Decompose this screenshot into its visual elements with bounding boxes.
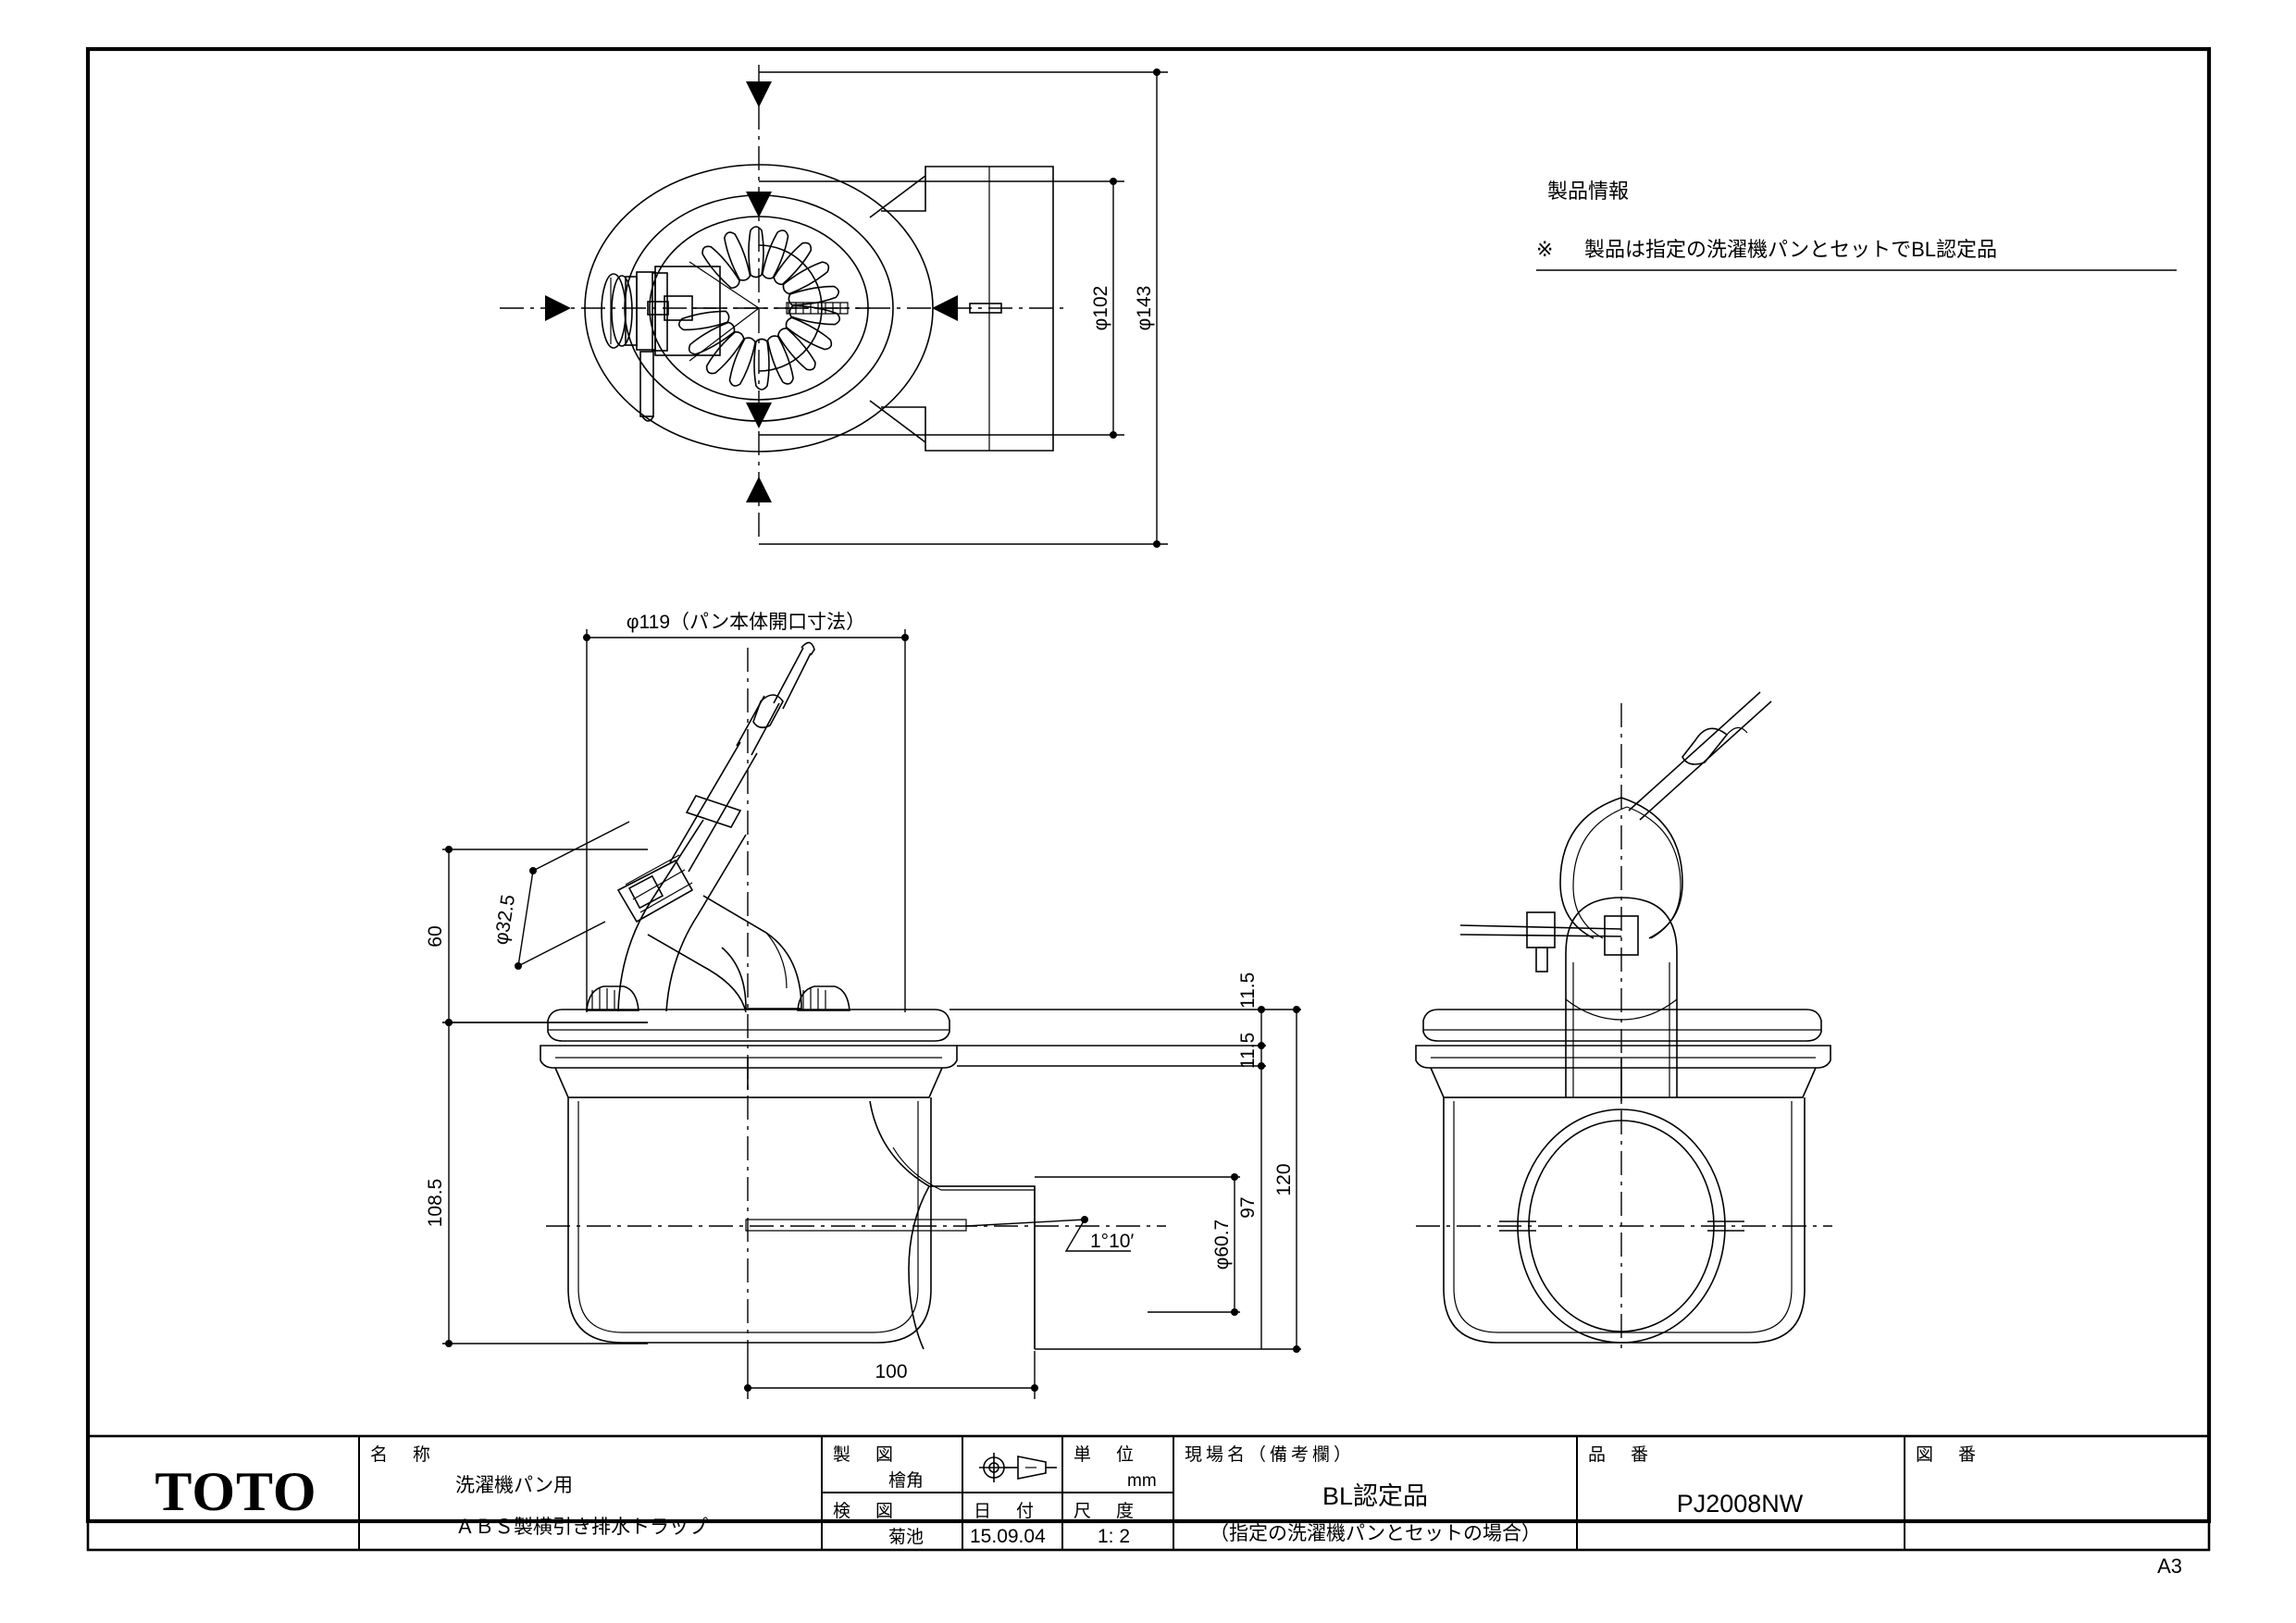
title-block-site-line2: （指定の洗濯機パンとセットの場合） xyxy=(1210,1523,1541,1544)
outlet-pipe-outline xyxy=(881,166,1054,452)
trap-pull-rod-plan xyxy=(692,302,1002,315)
trap-body-front xyxy=(567,1097,932,1344)
dimension-108-5: 108.5 xyxy=(425,1019,648,1347)
title-block-partno-value: PJ2008NW xyxy=(1677,1490,1804,1518)
title-block-drawn-header: 製 図 xyxy=(833,1444,897,1465)
product-info-note: 製品情報 ※ 製品は指定の洗濯機パンとセットでBL認定品 xyxy=(1536,180,2177,271)
flange-plate-side xyxy=(1415,1009,1831,1098)
dimension-phi32-5-label: φ32.5 xyxy=(490,893,519,946)
flange-plate-front xyxy=(540,1009,958,1098)
title-block-partno-header: 品 番 xyxy=(1588,1444,1652,1465)
title-block-name-line1: 洗濯機パン用 xyxy=(455,1475,573,1496)
dimension-11-5-b-label: 11.5 xyxy=(1237,1033,1259,1069)
title-block-drawingno-header: 図 番 xyxy=(1916,1444,1980,1465)
product-info-heading: 製品情報 xyxy=(1547,180,1629,203)
sheet-border xyxy=(85,46,2212,1524)
dimension-100: 100 xyxy=(744,1351,1038,1399)
dimension-60-label: 60 xyxy=(425,925,446,947)
title-block-site-line1: BL認定品 xyxy=(1322,1482,1428,1510)
title-block-checked-value: 菊池 xyxy=(888,1527,924,1547)
dimension-phi119: φ119（パン本体開口寸法） xyxy=(583,612,909,1012)
inlet-standpipe-side xyxy=(1459,691,1772,1101)
outlet-elbow-front xyxy=(869,1100,1036,1350)
dimension-phi32-5: φ32.5 xyxy=(490,821,630,970)
title-block-unit-value: mm xyxy=(1127,1471,1157,1491)
dimension-phi102-label: φ102 xyxy=(1090,286,1111,331)
title-block-scale-header: 尺 度 xyxy=(1074,1501,1137,1521)
toto-logo: TOTO xyxy=(155,1461,317,1522)
dimension-slope-label: 1°10′ xyxy=(1090,1231,1134,1252)
product-info-mark: ※ xyxy=(1536,238,1553,261)
dimension-slope: 1°10′ xyxy=(745,1216,1134,1252)
title-block: 名 称 洗濯機パン用 ＡＢＳ製横引き排水トラップ 製 図 檜角 検 図 菊池 単… xyxy=(86,1434,2211,1552)
title-block-date-value: 15.09.04 xyxy=(970,1526,1046,1547)
dimension-108-5-label: 108.5 xyxy=(425,1179,446,1228)
front-view: 1°10′ φ119（パン本体開口寸法） 60 xyxy=(425,612,1301,1399)
title-block-date-header: 日 付 xyxy=(974,1501,1037,1521)
dimension-phi143-label: φ143 xyxy=(1134,286,1155,331)
title-block-name-line2: ＡＢＳ製横引き排水トラップ xyxy=(455,1517,708,1538)
dimension-stack-right: 11.5 11.5 97 120 φ60.7 xyxy=(949,973,1301,1353)
inlet-connector-plan xyxy=(601,266,721,422)
side-view xyxy=(1415,691,1832,1351)
dimension-120-label: 120 xyxy=(1273,1163,1295,1196)
dimension-phi143: φ143 xyxy=(759,68,1168,548)
dimension-phi102: φ102 xyxy=(759,178,1124,439)
title-block-scale-value: 1: 2 xyxy=(1098,1526,1130,1547)
trap-body-side xyxy=(1443,1097,1806,1344)
title-block-drawn-value: 檜角 xyxy=(888,1469,924,1491)
inlet-standpipe-front xyxy=(586,641,850,1090)
strainer-spokes xyxy=(689,261,760,362)
section-arrows xyxy=(545,81,958,502)
third-angle-projection-icon xyxy=(979,1453,1057,1482)
top-view: φ102 φ143 xyxy=(500,65,1168,548)
outlet-circle-side xyxy=(1499,1109,1744,1344)
dimension-11-5-a-label: 11.5 xyxy=(1237,973,1259,1009)
dimension-100-label: 100 xyxy=(875,1361,907,1382)
title-block-unit-header: 単 位 xyxy=(1074,1444,1137,1465)
title-block-checked-header: 検 図 xyxy=(833,1501,897,1521)
dimension-phi60-7-label: φ60.7 xyxy=(1211,1220,1233,1270)
outlet-pipe-taper xyxy=(869,175,926,443)
dimension-97-label: 97 xyxy=(1237,1196,1259,1218)
title-block-site-header: 現場名（備考欄） xyxy=(1185,1444,1355,1465)
product-info-body: 製品は指定の洗濯機パンとセットでBL認定品 xyxy=(1584,238,1997,261)
title-block-name-header: 名 称 xyxy=(370,1444,434,1465)
sheet-size-label: A3 xyxy=(2157,1555,2182,1578)
dimension-phi119-label: φ119（パン本体開口寸法） xyxy=(627,612,865,633)
